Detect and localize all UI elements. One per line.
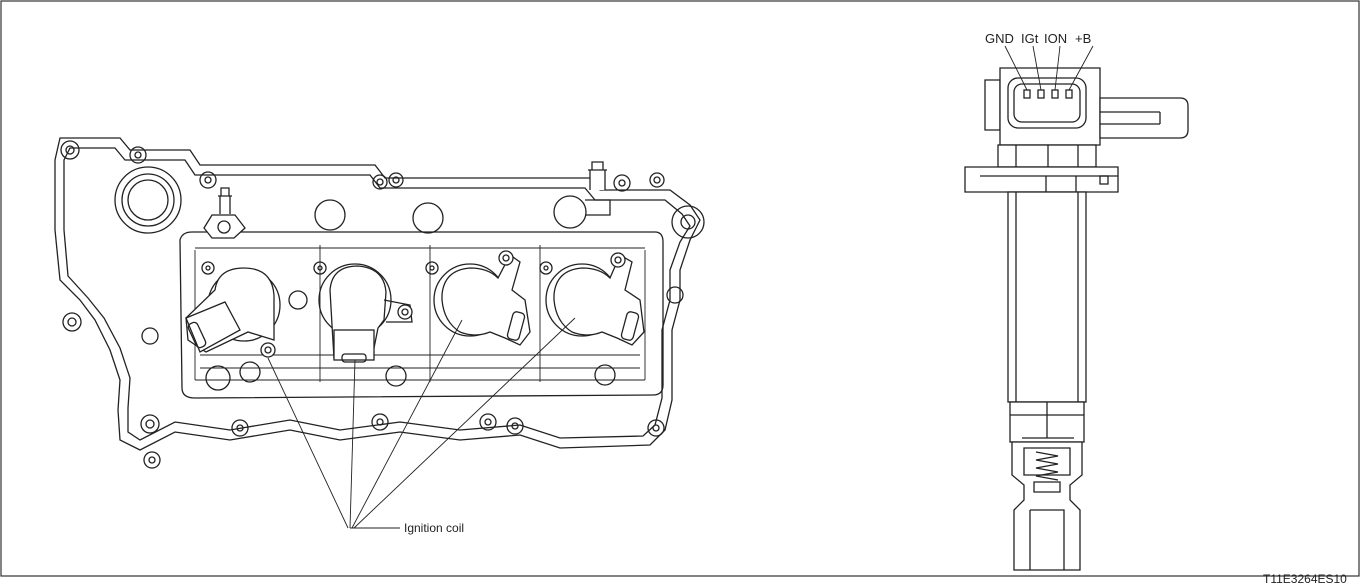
ignition-coil-leaders [267,317,576,529]
terminal-leaders [1004,45,1094,91]
terminal-label-gnd: GND [985,31,1014,46]
ignition-coil-detail: GND IGt ION +B [964,31,1189,571]
bolt-holes [60,140,665,469]
figure-code: T11E3264ES10 [1263,572,1347,586]
ignition-coil-1 [185,267,281,358]
terminal-label-ion: ION [1044,31,1067,46]
terminal-label-plus-b: +B [1075,31,1091,46]
ignition-coil-3 [433,250,531,346]
cylinder-head-cover: Ignition coil [54,137,705,535]
ignition-coil-2 [318,263,413,363]
terminal-label-igt: IGt [1021,31,1039,46]
ignition-coil-label: Ignition coil [404,521,464,535]
